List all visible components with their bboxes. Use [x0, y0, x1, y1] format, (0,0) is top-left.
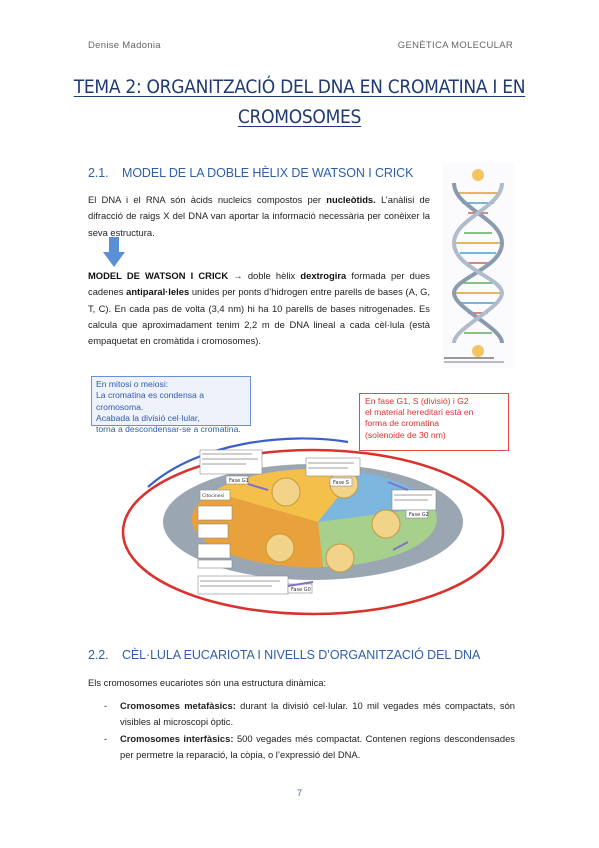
text: durant la divisió cel·lular. 10 mil vega… — [120, 700, 516, 728]
section-number: 2.1. — [88, 166, 109, 180]
text: formada per dues cadenes — [88, 270, 430, 298]
paragraph-chromosomes-intro: Els cromosomes eucariotes són una estruc… — [88, 677, 327, 688]
callout-line: forma de cromatina — [365, 418, 440, 429]
section-heading-2-1: 2.1. MODEL DE LA DOBLE HÈLIX DE WATSON I … — [88, 166, 413, 180]
phase-label-citocinesi: Citocinesi — [202, 493, 224, 499]
bold-text: nucleòtids. — [326, 194, 376, 205]
list-dash: - — [104, 732, 108, 744]
phase-label-s: Fase S — [333, 480, 349, 486]
callout-line: En fase G1, S (divisió) i G2 — [365, 396, 469, 406]
list-item: -Cromosomes interfàsics: 500 vegades més… — [104, 731, 515, 764]
bold-text: MODEL DE WATSON I CRICK — [88, 270, 229, 281]
bold-text: dextrogira — [300, 270, 347, 281]
arrow-down-icon — [103, 237, 125, 267]
text: unides per ponts d’hidrogen entre parell… — [88, 286, 430, 347]
bold-text: antiparal·leles — [126, 286, 190, 298]
bold-text: Cromosomes metafàsics: — [120, 700, 236, 711]
page-title: TEMA 2: ORGANITZACIÓ DEL DNA EN CROMATIN… — [60, 72, 539, 132]
callout-line: el material hereditari està en — [365, 407, 474, 418]
callout-chromatin-phases: En fase G1, S (divisió) i G2 el material… — [359, 393, 509, 451]
page-title-line-2: CROMOSOMES — [237, 106, 362, 128]
callout-line: (solenoide de 30 nm) — [365, 429, 446, 440]
list-item: - Cromosomes metafàsics: durant la divisi… — [104, 698, 515, 731]
text: → doble hèlix — [228, 270, 301, 281]
paragraph-nucleic-acids: El DNA i el RNA són àcids nucleics compo… — [88, 192, 430, 241]
callout-line: Acabada la divisió cel·lular, — [96, 412, 200, 423]
phase-label-g0: Fase G0 — [291, 587, 311, 593]
paragraph-watson-crick: MODEL DE WATSON I CRICK → doble hèlix de… — [88, 268, 430, 349]
bold-text: Cromosomes interfàsics: — [120, 732, 234, 744]
callout-line: torna a descondensar-se a cromatina. — [96, 424, 241, 435]
section-title: CÈL·LULA EUCARIOTA I NIVELLS D’ORGANITZA… — [122, 648, 481, 662]
list-dash: - — [104, 700, 108, 711]
callout-mitosis-meiosis: En mitosi o meiosi: La cromatina es cond… — [91, 376, 251, 434]
phase-label-g2: Fase G2 — [409, 512, 429, 518]
chromosome-types-list: - Cromosomes metafàsics: durant la divisi… — [104, 698, 515, 763]
callout-line: La cromatina es condensa a cromosoma. — [96, 390, 204, 412]
header-subject: GENÈTICA MOLECULAR — [397, 40, 513, 51]
section-heading-2-2: 2.2. CÈL·LULA EUCARIOTA I NIVELLS D’ORGAN… — [88, 648, 480, 662]
header-author: Denise Madonia — [88, 40, 161, 51]
cell-cycle-diagram: Fase G1 Fase S Fase G2 Citocinesi Fase G… — [121, 437, 505, 616]
page-number: 7 — [296, 788, 302, 798]
text: El DNA i el RNA són àcids nucleics compo… — [88, 194, 327, 205]
phase-label-g1: Fase G1 — [229, 478, 249, 484]
text: L’anàlisi de difracció de raigs X del DN… — [88, 194, 430, 238]
section-number: 2.2. — [88, 648, 109, 662]
dna-double-helix-image — [442, 163, 514, 368]
callout-line: En mitosi o meiosi: — [96, 379, 169, 389]
text: 500 vegades més compactat. Contenen regi… — [120, 732, 515, 760]
page-title-line-1: TEMA 2: ORGANITZACIÓ DEL DNA EN CROMATIN… — [73, 76, 526, 98]
section-title: MODEL DE LA DOBLE HÈLIX DE WATSON I CRIC… — [122, 166, 414, 180]
